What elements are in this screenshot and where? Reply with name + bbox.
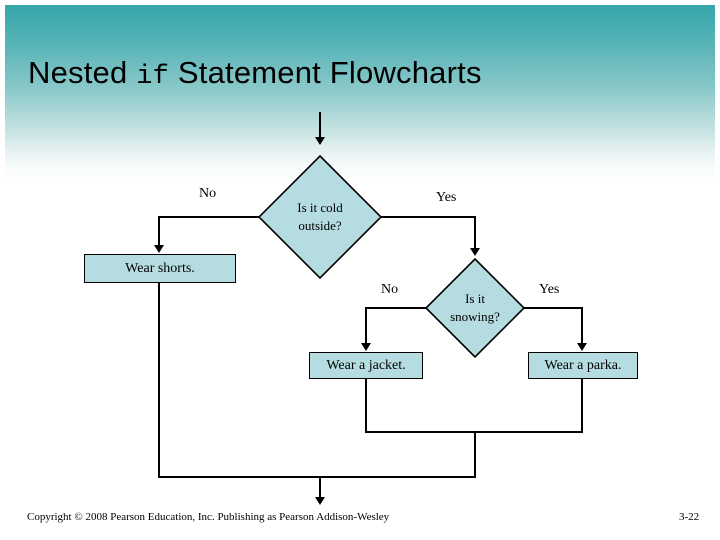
connector-cold-no-horizontal: [158, 216, 260, 218]
edge-label-cold-yes: Yes: [436, 190, 457, 205]
arrowhead-cold-no: [154, 245, 164, 253]
footer-copyright: Copyright © 2008 Pearson Education, Inc.…: [27, 511, 390, 523]
connector-snowing-yes-horizontal: [523, 307, 583, 309]
diamond-shape-snowing: [425, 258, 525, 358]
connector-inner-merge-down: [474, 431, 476, 477]
page-title: Nested if Statement Flowcharts: [28, 55, 482, 92]
process-wear-a-parka-label: Wear a parka.: [544, 357, 622, 373]
process-wear-shorts-label: Wear shorts.: [125, 260, 195, 276]
connector-shorts-down: [158, 283, 160, 477]
connector-parka-down: [581, 379, 583, 432]
connector-outer-merge-horizontal: [158, 476, 476, 478]
connector-cold-yes-horizontal: [380, 216, 476, 218]
page-title-prefix: Nested: [28, 55, 137, 90]
process-wear-a-parka[interactable]: Wear a parka.: [528, 352, 638, 379]
connector-jacket-down: [365, 379, 367, 432]
diamond-shape-cold: [258, 155, 382, 279]
arrowhead-exit: [315, 497, 325, 505]
connector-cold-no-vertical: [158, 216, 160, 246]
arrowhead-entry: [315, 137, 325, 145]
arrowhead-cold-yes: [470, 248, 480, 256]
footer-page-number: 3-22: [679, 511, 700, 523]
arrowhead-snowing-yes: [577, 343, 587, 351]
connector-snowing-yes-vertical: [581, 307, 583, 343]
arrowhead-snowing-no: [361, 343, 371, 351]
connector-exit-vertical: [319, 476, 321, 498]
connector-entry-vertical: [319, 112, 321, 138]
edge-label-snowing-yes: Yes: [539, 282, 560, 297]
page-title-suffix: Statement Flowcharts: [169, 55, 482, 90]
edge-label-cold-no: No: [199, 186, 217, 201]
connector-snowing-no-vertical: [365, 307, 367, 343]
connector-snowing-no-horizontal: [365, 307, 427, 309]
decision-is-it-cold-outside[interactable]: Is it cold outside?: [258, 155, 382, 279]
edge-label-snowing-no: No: [381, 282, 399, 297]
process-wear-a-jacket[interactable]: Wear a jacket.: [309, 352, 423, 379]
decision-is-it-snowing[interactable]: Is it snowing?: [425, 258, 525, 358]
page-title-keyword-if: if: [136, 62, 170, 92]
process-wear-shorts[interactable]: Wear shorts.: [84, 254, 236, 283]
process-wear-a-jacket-label: Wear a jacket.: [326, 357, 406, 373]
connector-cold-yes-vertical: [474, 216, 476, 249]
